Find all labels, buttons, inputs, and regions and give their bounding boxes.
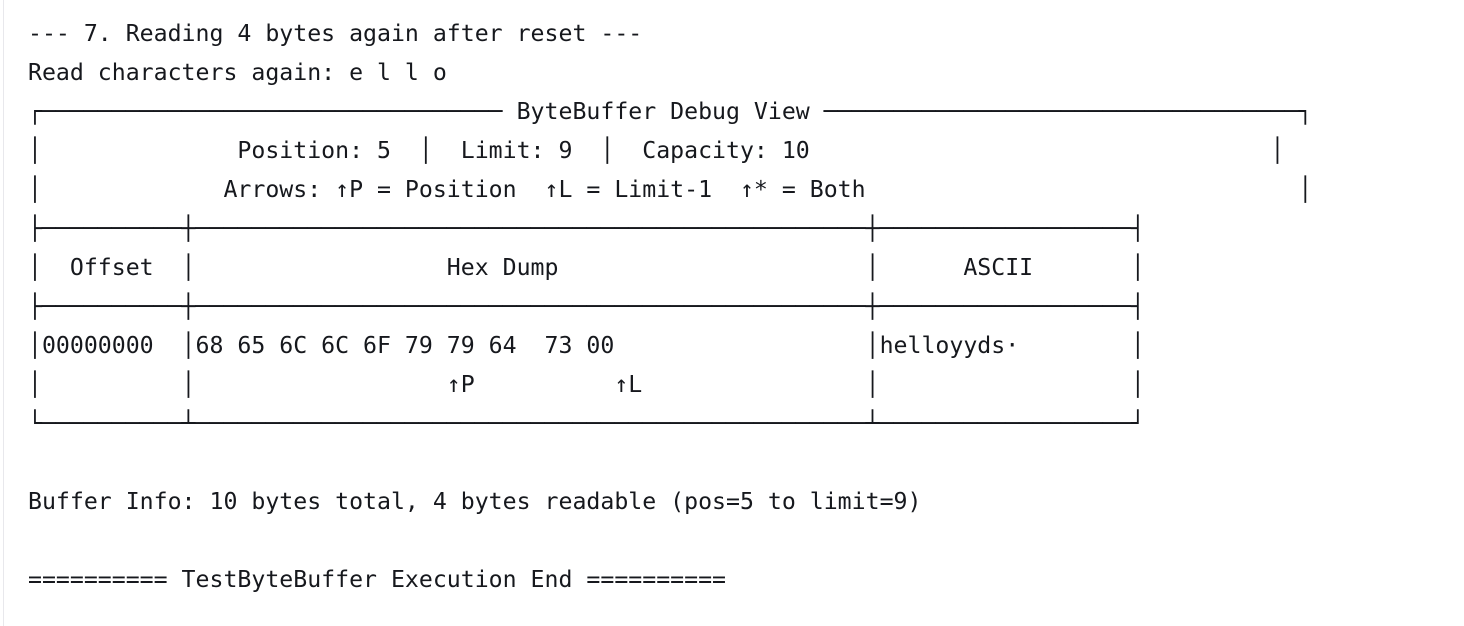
hex-table-arrow-row: │ │ ↑P ↑L │ │ xyxy=(28,371,1145,398)
hex-table-header-row: │ Offset │ Hex Dump │ ASCII │ xyxy=(28,254,1145,281)
execution-end-line: ========== TestByteBuffer Execution End … xyxy=(28,566,727,593)
console-text-body: --- 7. Reading 4 bytes again after reset… xyxy=(28,14,1448,599)
buffer-info-line: Buffer Info: 10 bytes total, 4 bytes rea… xyxy=(28,488,922,515)
debug-view-top-border: ┌───────────────────────────────── ByteB… xyxy=(28,98,1313,125)
blank-line-2 xyxy=(28,521,1448,560)
debug-view-stats-line: │ Position: 5 │ Limit: 9 │ Capacity: 10 … xyxy=(28,137,1285,164)
section-header-line: --- 7. Reading 4 bytes again after reset… xyxy=(28,20,643,47)
blank-line-1 xyxy=(28,443,1448,482)
left-gutter-rule xyxy=(3,0,4,626)
debug-view-legend-line: │ Arrows: ↑P = Position ↑L = Limit-1 ↑* … xyxy=(28,176,1313,203)
hex-table-top-rule: ├──────────┼────────────────────────────… xyxy=(28,215,1145,242)
hex-table-bottom-rule: └──────────┴────────────────────────────… xyxy=(28,410,1145,437)
hex-table-data-row: │00000000 │68 65 6C 6C 6F 79 79 64 73 00… xyxy=(28,332,1145,359)
read-characters-line: Read characters again: e l l o xyxy=(28,59,447,86)
hex-table-mid-rule: ├──────────┼────────────────────────────… xyxy=(28,293,1145,320)
